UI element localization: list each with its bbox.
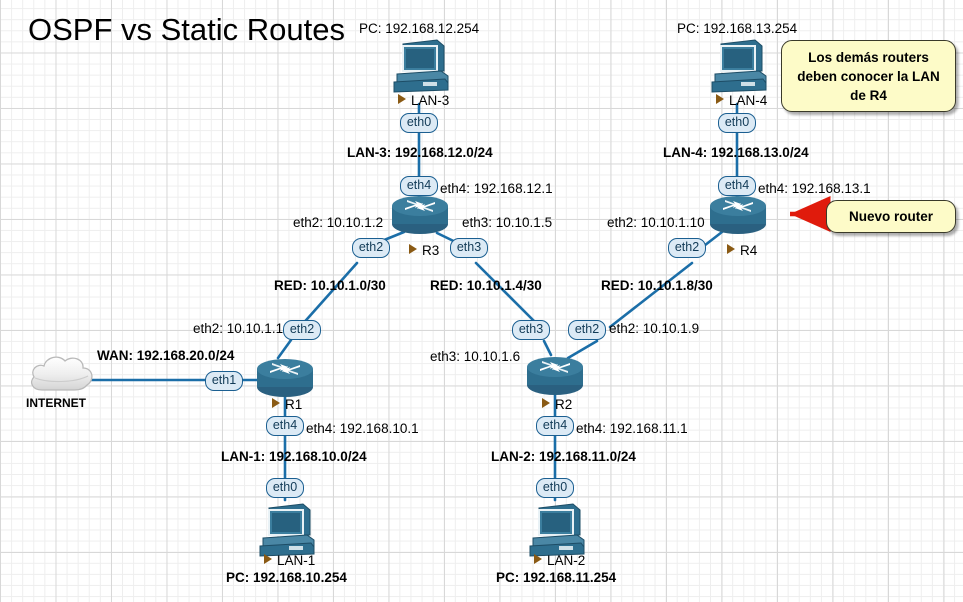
lan1-network-label: LAN-1: 192.168.10.0/24 <box>221 449 367 464</box>
triangle-icon <box>409 244 417 255</box>
red-network-2-label: RED: 10.10.1.4/30 <box>430 278 542 293</box>
r4-eth2-ip-label: eth2: 10.10.1.10 <box>607 215 705 230</box>
router-icon <box>526 355 584 402</box>
r4-eth4-ip-label: eth4: 192.168.13.1 <box>758 181 871 196</box>
triangle-icon <box>534 554 542 565</box>
triangle-icon <box>716 94 724 105</box>
pc-icon <box>255 502 317 565</box>
device-label-lan4: LAN-4 <box>716 92 767 108</box>
port-r4-eth2[interactable]: eth2 <box>668 238 706 258</box>
port-lan3-eth0[interactable]: eth0 <box>400 113 438 133</box>
r1-eth2-ip-label: eth2: 10.10.1.1 <box>193 321 284 336</box>
port-r1-eth2[interactable]: eth2 <box>283 320 321 340</box>
device-label-r2: R2 <box>542 396 572 412</box>
device-label-lan3: LAN-3 <box>398 92 449 108</box>
r2-eth4-ip-label: eth4: 192.168.11.1 <box>576 421 688 436</box>
lan3-network-label: LAN-3: 192.168.12.0/24 <box>347 145 493 160</box>
red-network-3-label: RED: 10.10.1.8/30 <box>601 278 713 293</box>
wan-network-label: WAN: 192.168.20.0/24 <box>97 348 235 363</box>
device-label-r4: R4 <box>727 242 757 258</box>
device-label-r1: R1 <box>272 396 302 412</box>
port-lan2-eth0[interactable]: eth0 <box>536 478 574 498</box>
r3-eth2-ip-label: eth2: 10.10.1.2 <box>293 215 384 230</box>
port-r2-eth2[interactable]: eth2 <box>568 320 606 340</box>
port-lan4-eth0[interactable]: eth0 <box>718 113 756 133</box>
r3-eth4-ip-label: eth4: 192.168.12.1 <box>440 181 553 196</box>
pc-lan2-ip-label: PC: 192.168.11.254 <box>496 570 617 585</box>
pc-icon <box>707 38 769 101</box>
triangle-icon <box>272 398 280 409</box>
cloud-icon <box>26 352 98 401</box>
device-label-lan2: LAN-2 <box>534 552 585 568</box>
port-r1-eth4[interactable]: eth4 <box>266 416 304 436</box>
pc-icon <box>525 502 587 565</box>
port-r3-eth3[interactable]: eth3 <box>450 238 488 258</box>
port-r2-eth3[interactable]: eth3 <box>512 320 550 340</box>
triangle-icon <box>264 554 272 565</box>
lan2-network-label: LAN-2: 192.168.11.0/24 <box>491 449 636 464</box>
r2-eth3-ip-label: eth3: 10.10.1.6 <box>430 349 521 364</box>
triangle-icon <box>398 94 406 105</box>
port-r3-eth2[interactable]: eth2 <box>352 238 390 258</box>
port-r4-eth4[interactable]: eth4 <box>718 176 756 196</box>
r3-eth3-ip-label: eth3: 10.10.1.5 <box>462 215 553 230</box>
port-r3-eth4[interactable]: eth4 <box>400 176 438 196</box>
r1-eth4-ip-label: eth4: 192.168.10.1 <box>306 421 419 436</box>
internet-label: INTERNET <box>26 396 86 410</box>
note-new-router[interactable]: Nuevo router <box>826 200 956 233</box>
triangle-icon <box>727 244 735 255</box>
pc-lan4-ip-label: PC: 192.168.13.254 <box>677 21 798 36</box>
port-r1-eth1[interactable]: eth1 <box>205 371 243 391</box>
pc-icon <box>389 38 451 101</box>
red-network-1-label: RED: 10.10.1.0/30 <box>274 278 386 293</box>
lan4-network-label: LAN-4: 192.168.13.0/24 <box>663 145 809 160</box>
triangle-icon <box>542 398 550 409</box>
note-r4-lan[interactable]: Los demás routers deben conocer la LAN d… <box>781 40 956 112</box>
device-label-lan1: LAN-1 <box>264 552 315 568</box>
router-icon <box>709 194 767 241</box>
port-r2-eth4[interactable]: eth4 <box>536 416 574 436</box>
router-icon <box>391 194 449 241</box>
pc-lan3-ip-label: PC: 192.168.12.254 <box>359 21 480 36</box>
device-label-r3: R3 <box>409 242 439 258</box>
port-lan1-eth0[interactable]: eth0 <box>266 478 304 498</box>
pc-lan1-ip-label: PC: 192.168.10.254 <box>226 570 347 585</box>
page-title: OSPF vs Static Routes <box>28 12 345 47</box>
router-icon <box>256 357 314 404</box>
r2-eth2-ip-label: eth2: 10.10.1.9 <box>609 321 700 336</box>
